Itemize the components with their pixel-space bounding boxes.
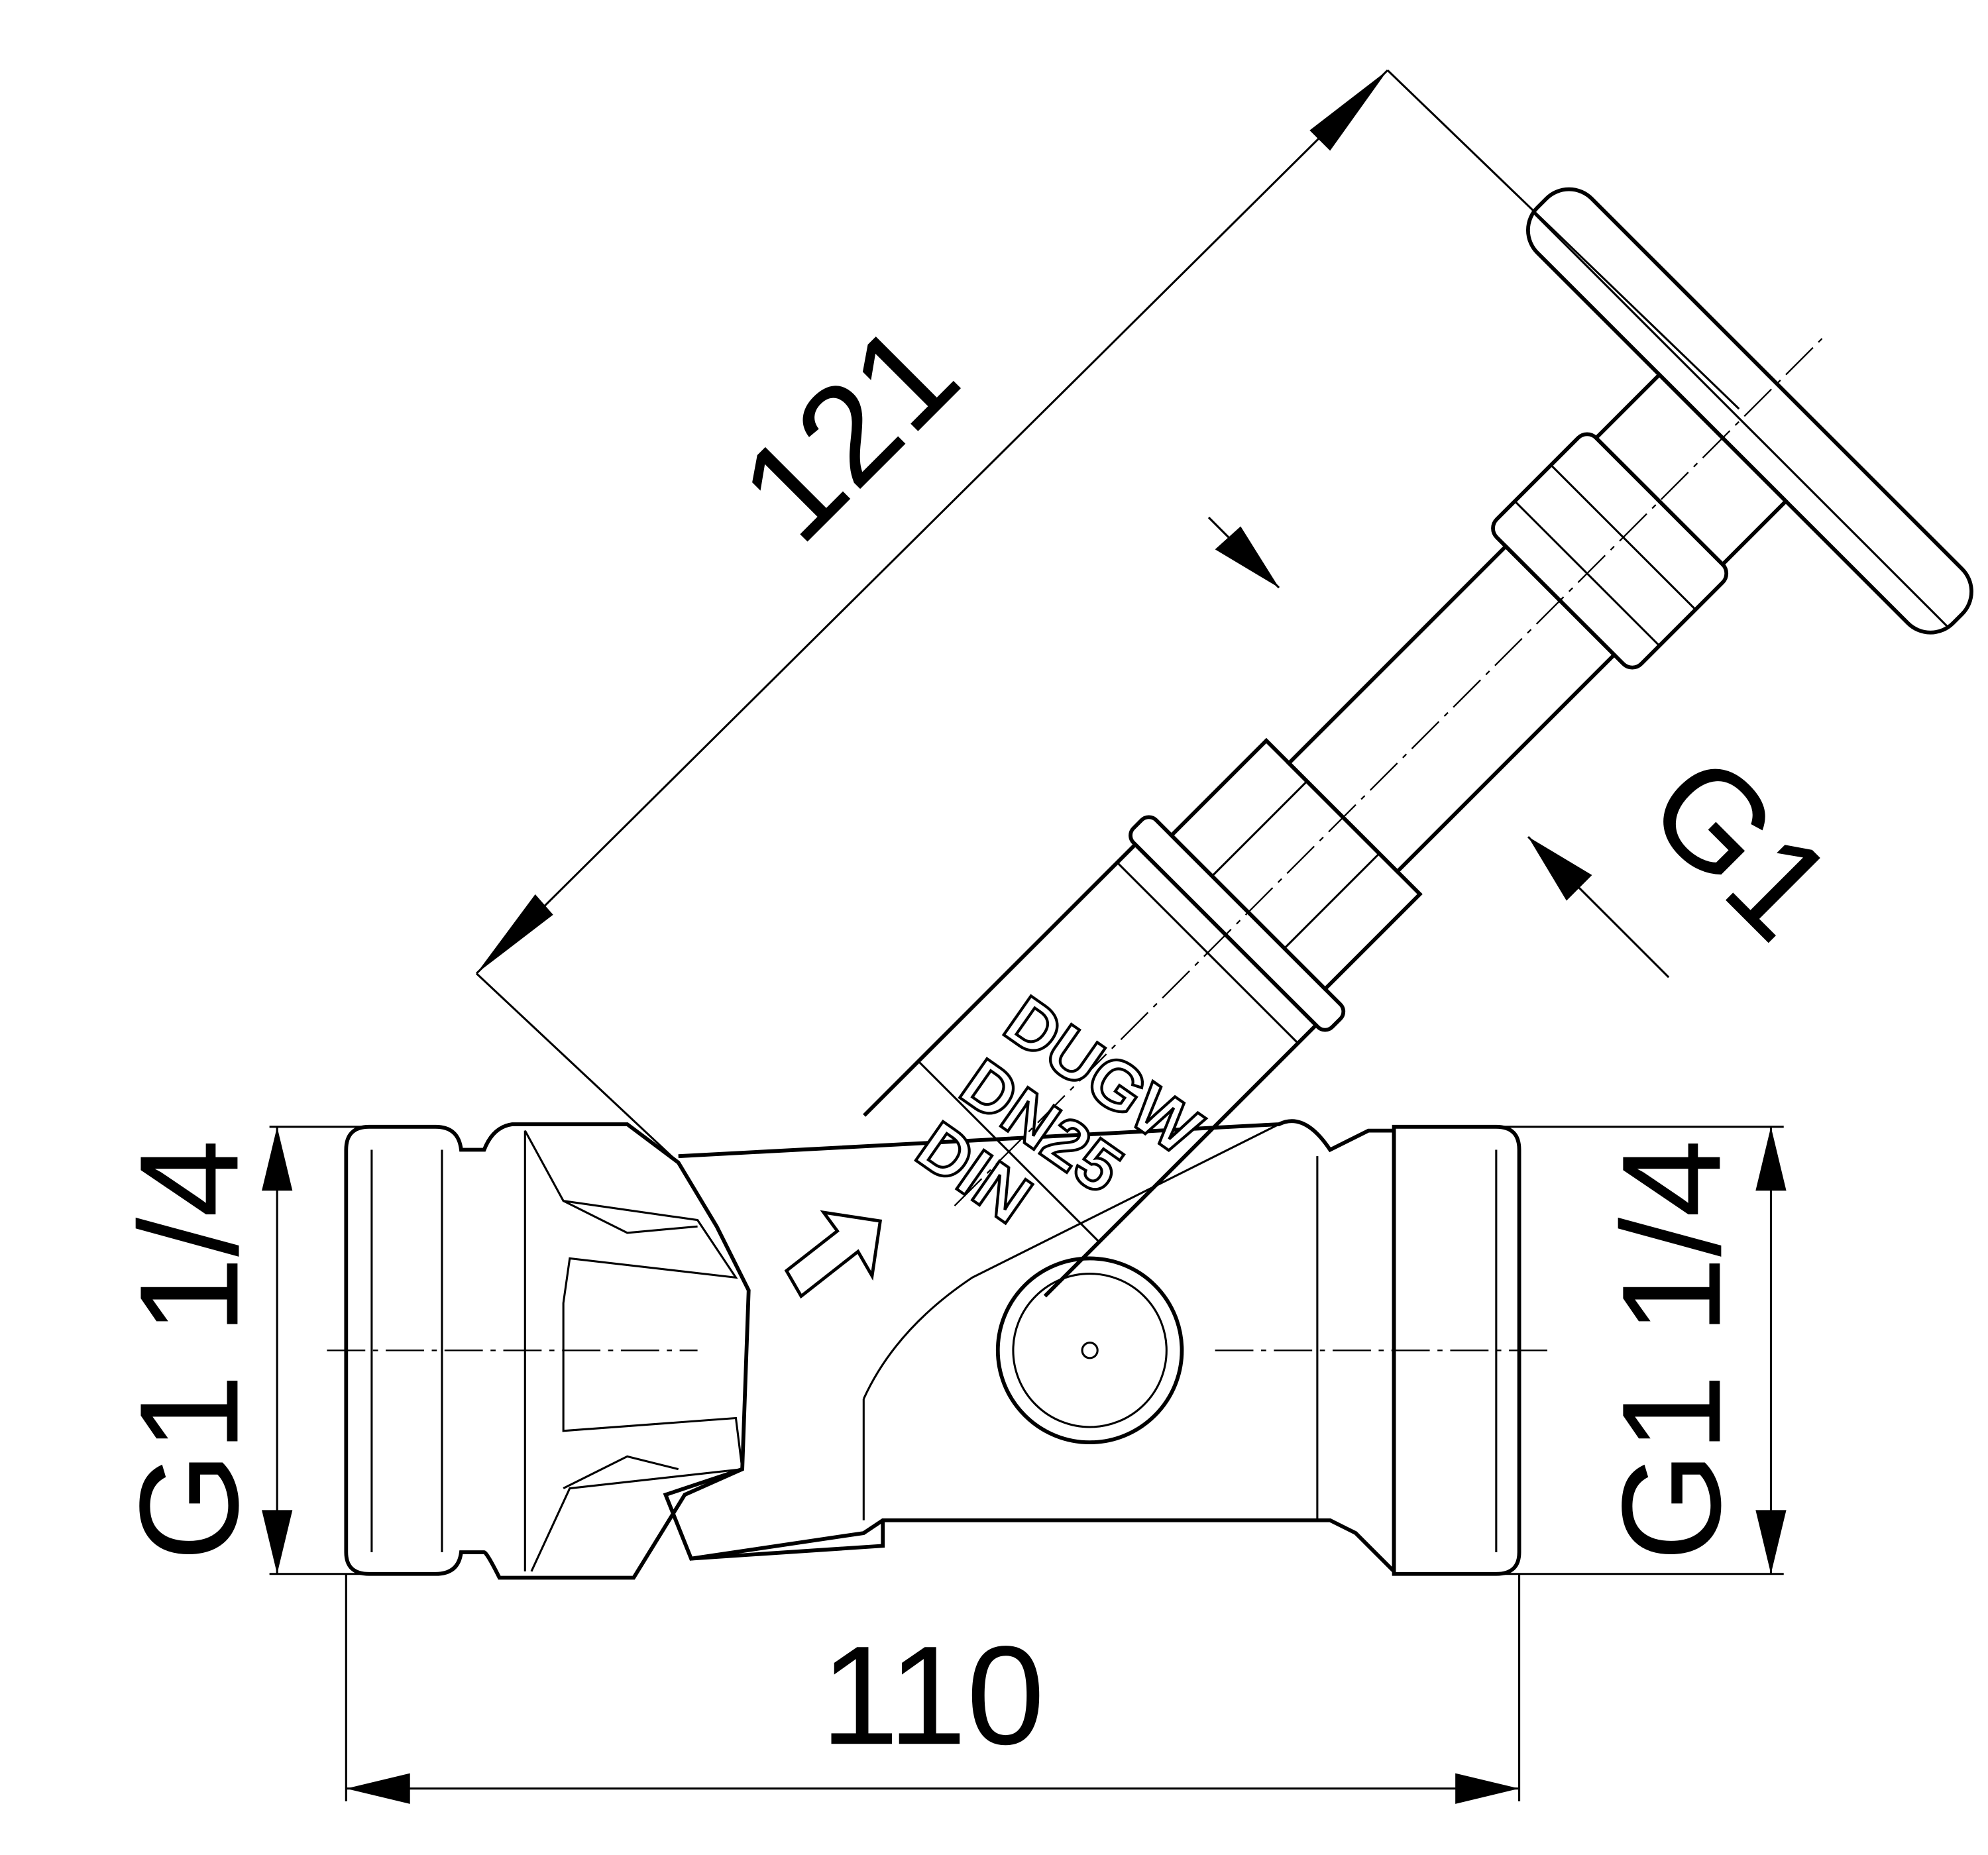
drain-plug	[995, 1256, 1184, 1445]
dimension-label-inlet-thread: G1 1/4	[110, 1140, 267, 1562]
dimension-label-overall-length: 110	[820, 1616, 1044, 1774]
dimension-outlet: G1 1/4	[1496, 1126, 1787, 1575]
dimension-121: 121	[475, 69, 1740, 1163]
dimension-110: 110	[345, 1573, 1521, 1804]
bonnet-assembly	[863, 187, 1973, 1298]
dimension-label-bonnet-thread: G1	[1620, 725, 1863, 969]
dimension-label-outlet-thread: G1 1/4	[1592, 1140, 1749, 1562]
dimension-label-stem-length: 121	[710, 293, 987, 570]
flow-arrow-icon	[784, 1210, 883, 1299]
dimension-inlet: G1 1/4	[110, 1126, 372, 1575]
